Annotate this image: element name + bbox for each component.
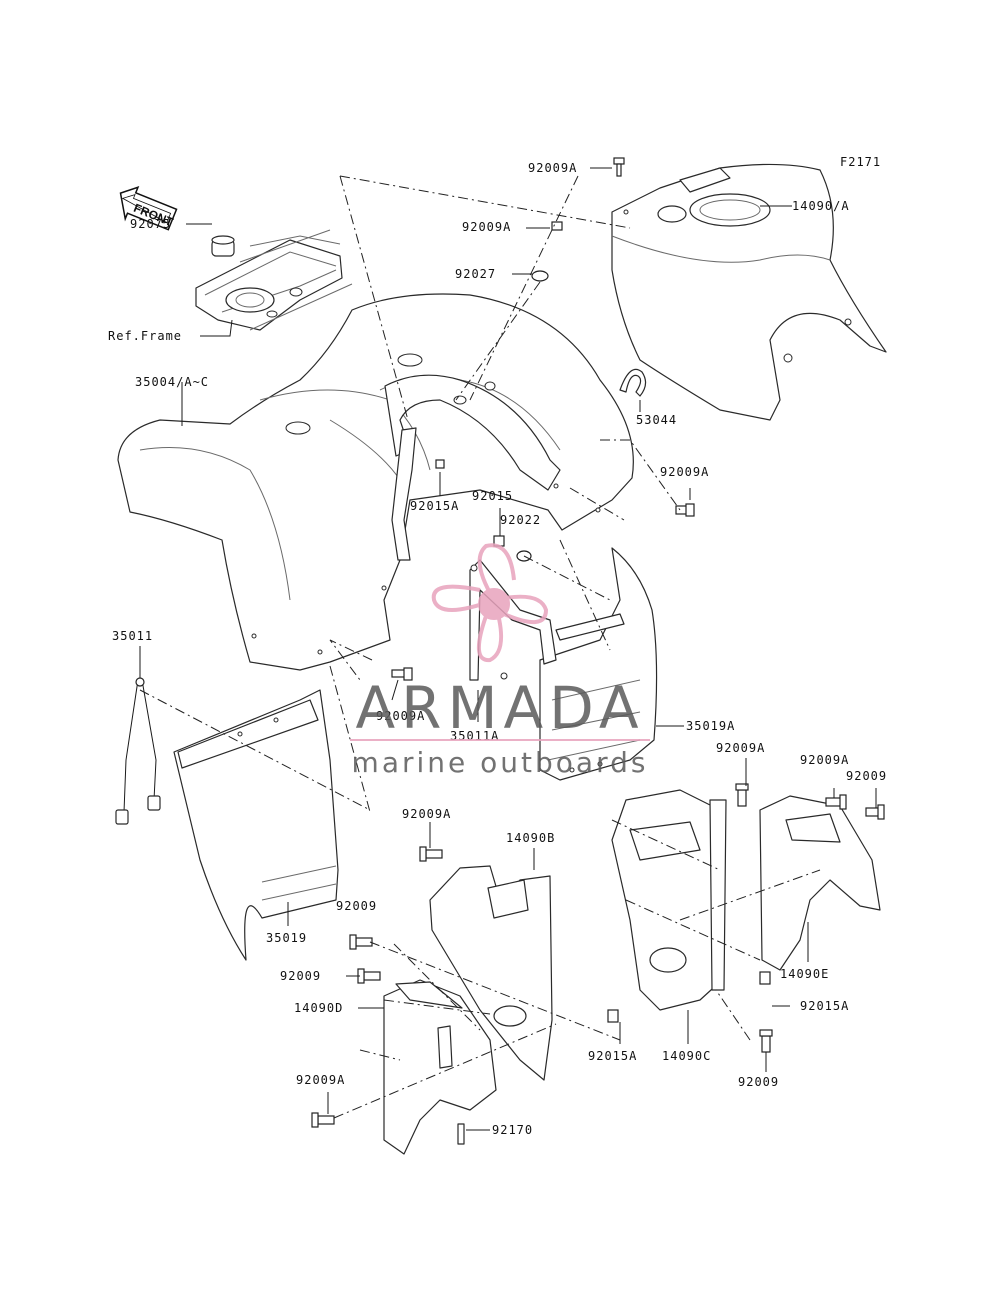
label-92009-b3: 92009 bbox=[846, 769, 887, 783]
label-92009-l1: 92009 bbox=[336, 899, 377, 913]
label-14090A: 14090/A bbox=[792, 199, 850, 213]
upper-cover-14090A bbox=[611, 163, 887, 421]
label-35004: 35004/A~C bbox=[135, 375, 209, 389]
label-92015A-b: 92015A bbox=[588, 1049, 637, 1063]
side-cover-14090B bbox=[429, 865, 553, 1081]
clip-92015A-c bbox=[759, 971, 771, 985]
bolt-92009-l1 bbox=[349, 934, 373, 950]
label-ref-frame: Ref.Frame bbox=[108, 329, 182, 343]
label-92009A-l3: 92009A bbox=[296, 1073, 345, 1087]
bolt-92009-br bbox=[759, 1029, 773, 1053]
label-92009A-2: 92009A bbox=[462, 220, 511, 234]
bolt-92009A-b1 bbox=[735, 783, 749, 807]
label-92009A-b1: 92009A bbox=[716, 741, 765, 755]
watermark-brand: ARMADA bbox=[355, 674, 644, 742]
mudguard-35019 bbox=[173, 689, 339, 961]
mudguard-35019A bbox=[539, 547, 658, 781]
label-35019A: 35019A bbox=[686, 719, 735, 733]
clip-92015A-b bbox=[607, 1009, 619, 1023]
side-cover-14090D bbox=[383, 979, 497, 1155]
watermark-tagline: marine outboards bbox=[352, 746, 649, 779]
label-92009A-right: 92009A bbox=[660, 465, 709, 479]
bolt-92009A-2 bbox=[551, 221, 563, 231]
label-92015A-a: 92015A bbox=[410, 499, 459, 513]
label-35019: 35019 bbox=[266, 931, 307, 945]
figure-code: F2171 bbox=[840, 155, 881, 169]
label-14090B: 14090B bbox=[506, 831, 555, 845]
label-92009A-mid: 92009A bbox=[376, 709, 425, 723]
front-fender-35004 bbox=[117, 293, 634, 671]
leader-lines bbox=[139, 167, 877, 1131]
clip-92015A-a bbox=[435, 459, 445, 469]
label-92009A-b2: 92009A bbox=[800, 753, 849, 767]
washer-92027 bbox=[531, 270, 549, 282]
label-92015: 92015 bbox=[472, 489, 513, 503]
label-92009-l2: 92009 bbox=[280, 969, 321, 983]
label-14090D: 14090D bbox=[294, 1001, 343, 1015]
bolt-92009A-right bbox=[675, 503, 695, 517]
label-92022: 92022 bbox=[500, 513, 541, 527]
label-35011: 35011 bbox=[112, 629, 153, 643]
bolt-92009A-l3 bbox=[311, 1112, 335, 1128]
label-53044: 53044 bbox=[636, 413, 677, 427]
stay-35011 bbox=[115, 677, 161, 825]
bolt-92009A-b4 bbox=[419, 846, 443, 862]
bolt-92009A-top bbox=[613, 157, 625, 177]
side-cover-14090C bbox=[611, 789, 727, 1011]
label-92009-br: 92009 bbox=[738, 1075, 779, 1089]
label-92170: 92170 bbox=[492, 1123, 533, 1137]
label-92015A-c: 92015A bbox=[800, 999, 849, 1013]
side-cover-14090E bbox=[759, 795, 881, 971]
label-92009A-b4: 92009A bbox=[402, 807, 451, 821]
propeller-logo-icon bbox=[431, 543, 549, 663]
frame-mount bbox=[195, 229, 353, 331]
clip-53044 bbox=[619, 368, 647, 397]
bolt-92009A-mid bbox=[391, 667, 413, 681]
label-14090E: 14090E bbox=[780, 967, 829, 981]
label-92009A-top: 92009A bbox=[528, 161, 577, 175]
label-14090C: 14090C bbox=[662, 1049, 711, 1063]
label-92027: 92027 bbox=[455, 267, 496, 281]
bolt-92009-b3 bbox=[865, 804, 885, 820]
label-92075: 92075 bbox=[130, 217, 171, 231]
armada-watermark: ARMADA marine outboards bbox=[350, 543, 650, 779]
bolt-92009-l2 bbox=[357, 968, 381, 984]
